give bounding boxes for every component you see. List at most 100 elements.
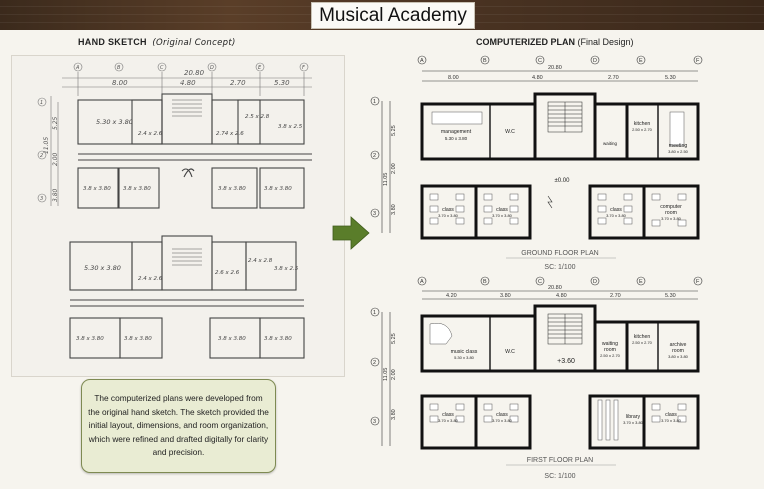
g-dim-2: 4.80: [532, 75, 543, 81]
f-row-3: 3: [373, 419, 376, 425]
g-col-d: D: [593, 58, 597, 64]
first-stairs: [547, 313, 583, 345]
first-walls: [420, 304, 700, 450]
g-col-b: B: [483, 58, 487, 64]
sketch-first-room-4: 2.4 x 2.8: [248, 258, 273, 264]
g-room-meeting: meeting: [669, 143, 688, 149]
sketch-first-room-1: 5.30 x 3.80: [84, 264, 121, 272]
note-text: The computerized plans were developed fr…: [88, 393, 269, 458]
g-room-class-b-dim: 3.70 x 3.80: [492, 213, 513, 218]
f-room-class-f: class: [665, 412, 677, 418]
f-room-class-a-dim: 3.70 x 3.80: [438, 418, 459, 423]
g-col-c: C: [538, 58, 542, 64]
f-row-1: 1: [373, 310, 376, 316]
ground-stairs: [547, 101, 583, 133]
g-dim-1: 8.00: [448, 75, 459, 81]
f-room-waiting-2: room: [604, 347, 616, 353]
g-room-class-a: class: [442, 207, 454, 213]
g-row-1: 1: [373, 99, 376, 105]
f-room-kitchen: kitchen: [634, 334, 651, 340]
arrow-shape: [332, 216, 370, 250]
f-room-class-b: class: [496, 412, 508, 418]
f-row-2: 2: [373, 360, 376, 366]
ground-desks: [429, 111, 687, 227]
f-dim-5: 5.30: [665, 293, 676, 299]
g-col-a: A: [420, 58, 424, 64]
f-dim-1: 4.20: [446, 293, 457, 299]
svg-text:D: D: [210, 65, 214, 71]
g-room-waiting: waiting: [603, 141, 618, 146]
sketch-room-8: 3.8 x 3.80: [218, 186, 246, 192]
sketch-heading: HAND SKETCH (Original Concept): [78, 37, 236, 48]
f-col-a: A: [420, 279, 424, 285]
sketch-dim-3: 2.70: [230, 79, 246, 87]
sketch-vdim-1: 5.25: [52, 116, 59, 130]
f-room-music-dim: 5.30 x 3.80: [454, 355, 475, 360]
f-col-d: D: [593, 279, 597, 285]
sketch-room-7: 3.8 x 3.80: [123, 186, 151, 192]
g-vdim-2: 2.00: [391, 163, 397, 174]
g-level: ±0.00: [555, 178, 571, 184]
g-room-class-a-dim: 3.70 x 3.80: [438, 213, 459, 218]
f-room-library-dim: 3.70 x 3.80: [623, 420, 644, 425]
g-room-wc: W.C: [505, 129, 515, 135]
g-room-class-e: class: [610, 207, 622, 213]
g-vdim-1: 5.25: [391, 125, 397, 136]
svg-text:E: E: [258, 65, 262, 71]
g-vdim-3: 3.80: [391, 204, 397, 215]
f-level: +3.60: [557, 358, 575, 365]
f-plan-title: FIRST FLOOR PLAN: [527, 457, 593, 464]
ground-walls: [420, 92, 700, 240]
note-box: The computerized plans were developed fr…: [81, 379, 276, 473]
sketch-room-5: 3.8 x 2.5: [278, 124, 303, 130]
f-vdim-1: 5.25: [391, 333, 397, 344]
g-room-management-dim: 5.30 x 3.80: [445, 136, 468, 141]
g-room-class-e-dim: 3.70 x 3.80: [606, 213, 627, 218]
cad-subheading: (Final Design): [577, 37, 634, 47]
sketch-dim-4: 5.30: [274, 79, 290, 87]
f-room-archive: archive: [670, 342, 687, 348]
sketch-first-room-2: 2.4 x 2.6: [138, 276, 163, 282]
f-dim-3: 4.80: [556, 293, 567, 299]
sketch-dim-2: 4.80: [180, 79, 196, 87]
ground-grid-heads: [370, 55, 703, 233]
g-col-f: F: [696, 58, 700, 64]
sketch-first-room-8: 3.8 x 3.80: [218, 336, 246, 342]
cad-heading: COMPUTERIZED PLAN (Final Design): [476, 37, 634, 47]
ground-floor-plan: A B C D E F 20.80 8.00 4.80 2.70 5.30 1 …: [370, 55, 703, 271]
f-room-class-b-dim: 3.70 x 3.80: [492, 418, 513, 423]
f-room-waiting-dim: 2.50 x 2.70: [600, 353, 621, 358]
f-room-class-a: class: [442, 412, 454, 418]
g-scale: SC: 1/100: [544, 264, 575, 271]
sketch-first-room-3: 2.6 x 2.6: [215, 270, 240, 276]
g-room-kitchen-dim: 2.50 x 2.70: [632, 127, 653, 132]
g-room-meeting-dim: 3.80 x 2.50: [668, 149, 689, 154]
g-dim-3: 2.70: [608, 75, 619, 81]
f-room-class-f-dim: 3.70 x 3.80: [661, 418, 682, 423]
page-title: Musical Academy: [311, 2, 475, 29]
sketch-room-3: 2.74 x 2.6: [216, 131, 244, 137]
first-furniture: [429, 323, 687, 441]
sketch-vdim-3: 3.80: [52, 188, 59, 202]
sketch-ground-walls: [77, 93, 312, 209]
g-row-2: 2: [373, 153, 376, 159]
sketch-room-6: 3.8 x 3.80: [83, 186, 111, 192]
cad-heading-text: COMPUTERIZED PLAN: [476, 37, 575, 47]
sketch-room-9: 3.8 x 3.80: [264, 186, 292, 192]
g-total-vertical: 11.05: [383, 173, 389, 186]
g-row-3: 3: [373, 211, 376, 217]
svg-text:A: A: [75, 65, 80, 71]
sketch-first-room-9: 3.8 x 3.80: [264, 336, 292, 342]
g-room-computer: computer: [660, 204, 682, 210]
f-col-b: B: [483, 279, 487, 285]
sketch-room-2: 2.4 x 2.6: [138, 131, 163, 137]
sketch-room-4: 2.5 x 2.8: [245, 114, 270, 120]
sketch-overall-dim: 20.80: [184, 69, 205, 77]
f-col-c: C: [538, 279, 542, 285]
sketch-first-room-5: 3.8 x 2.5: [274, 266, 299, 272]
f-room-archive-dim: 3.80 x 3.80: [668, 354, 689, 359]
svg-text:3: 3: [40, 196, 43, 202]
svg-text:1: 1: [40, 100, 43, 106]
